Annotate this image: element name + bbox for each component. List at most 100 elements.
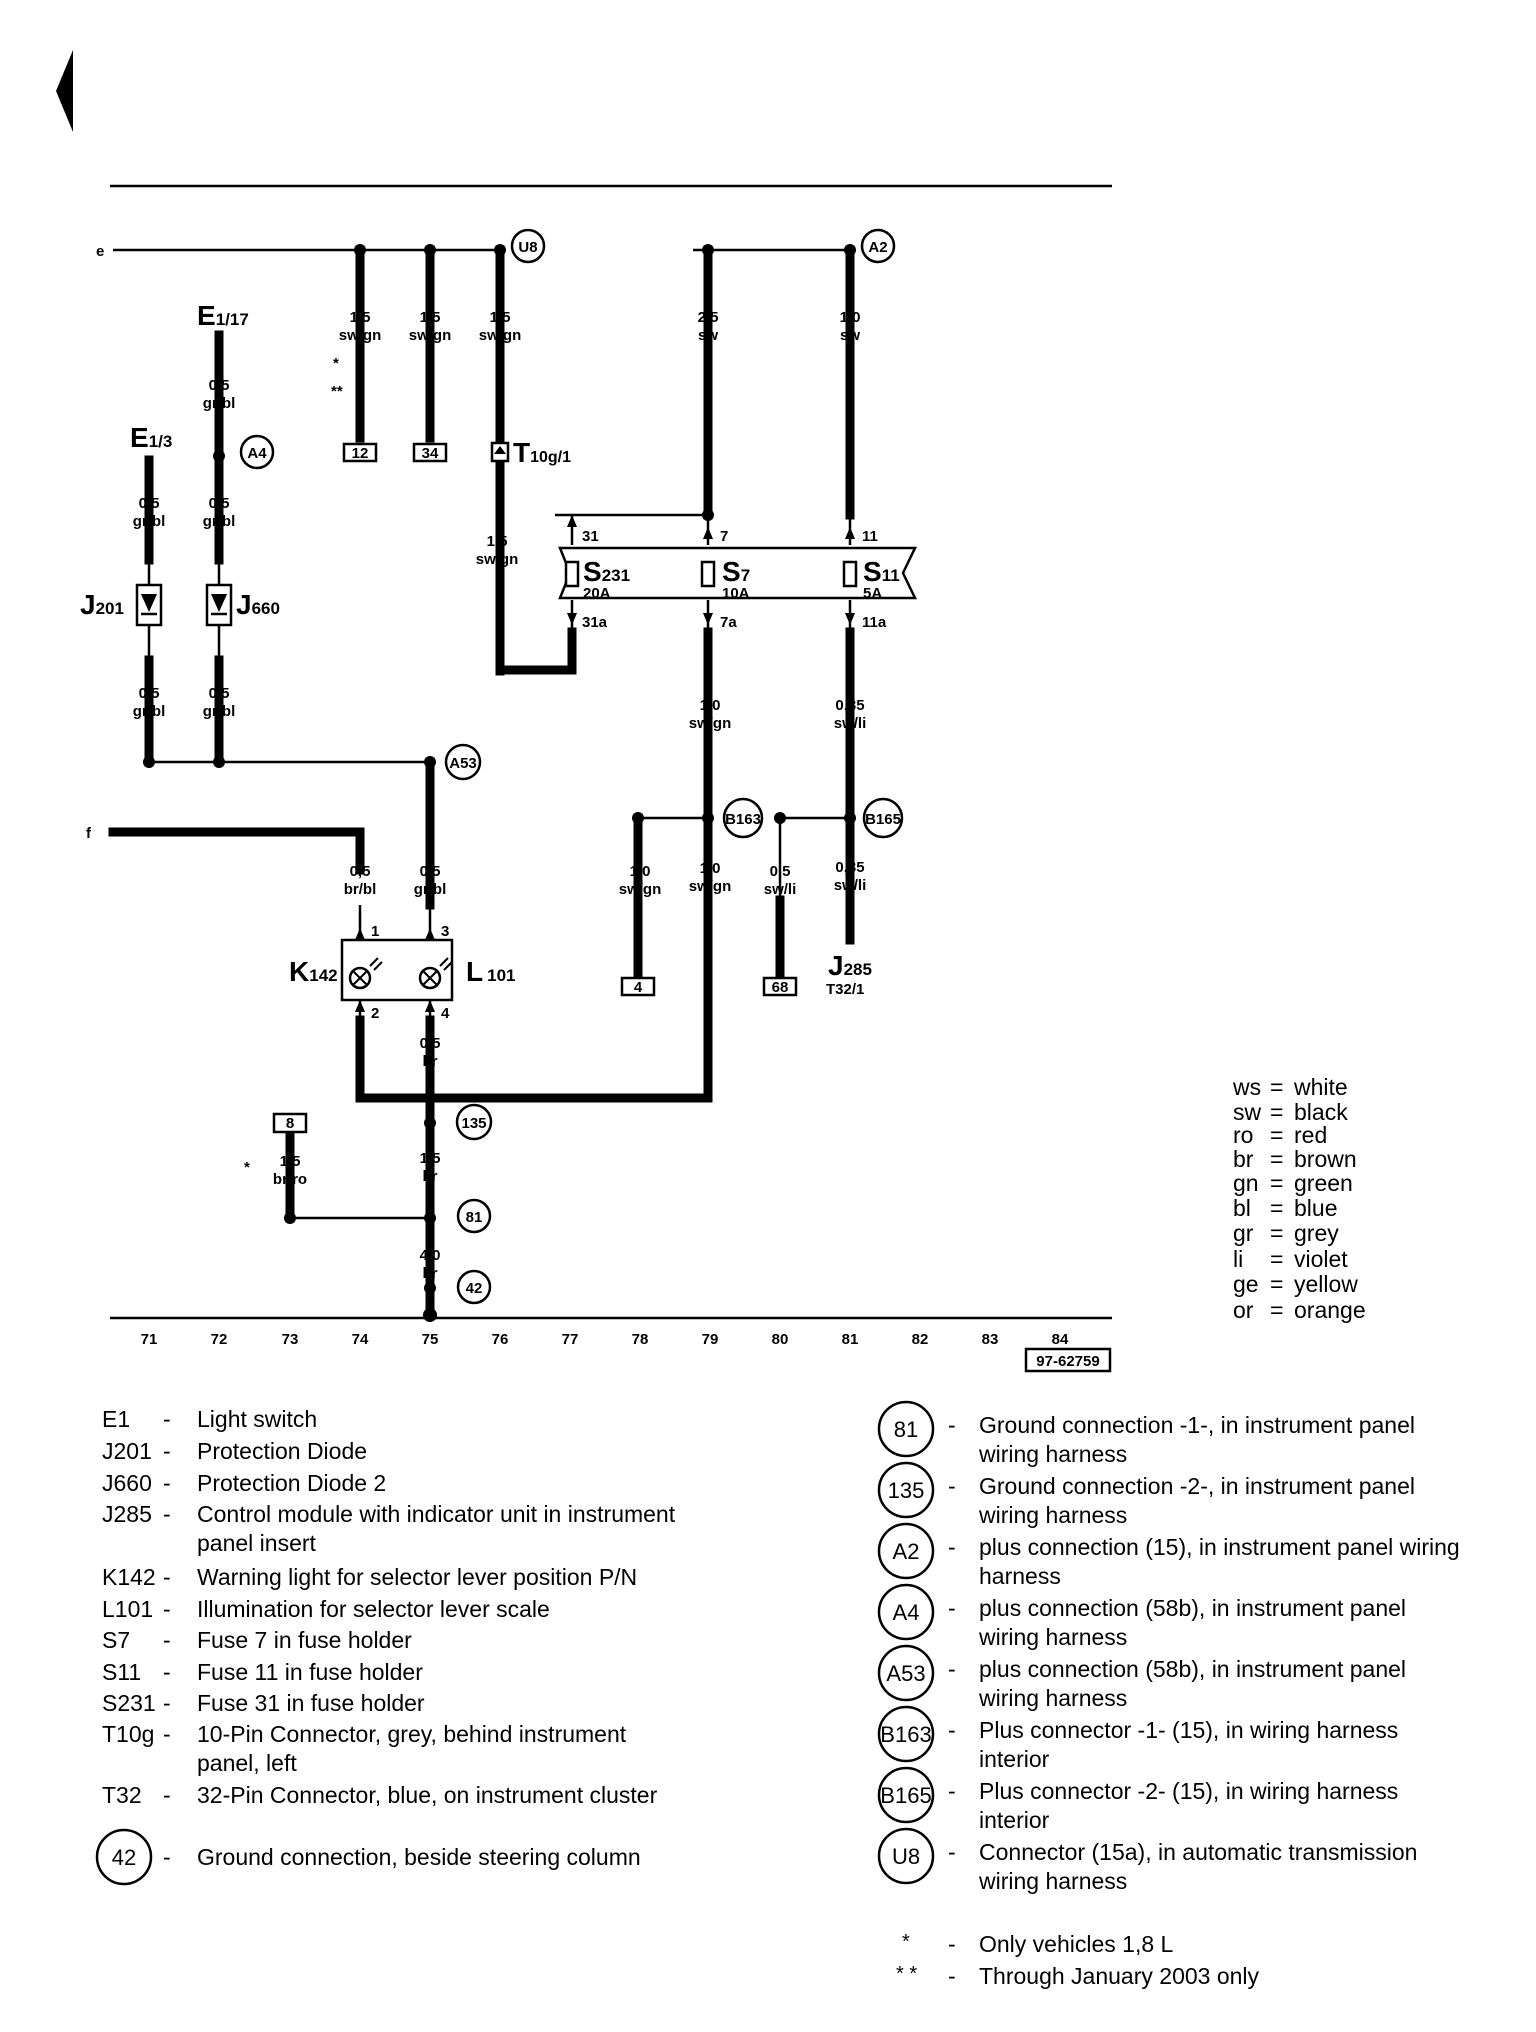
fuse-holder: 31 S231 20A 31a 7 S7 10A 7a 11 S11 5A 11… [558, 515, 917, 631]
circle-A4: A4 [239, 434, 275, 470]
connector-34-label: 34 [422, 445, 439, 462]
wire-label-color: br [423, 1168, 438, 1185]
svg-text:=: = [1270, 1074, 1283, 1100]
svg-text:Ground connection -2-, in inst: Ground connection -2-, in instrument pan… [979, 1473, 1415, 1499]
svg-text:42: 42 [112, 1845, 136, 1870]
svg-text:-: - [163, 1406, 171, 1432]
svg-text:or: or [1233, 1297, 1254, 1323]
wire-label-gauge: 0,5 [420, 1035, 441, 1052]
s231-loop-wire [495, 460, 577, 675]
svg-text:J285: J285 [102, 1501, 152, 1527]
svg-text:76: 76 [492, 1331, 509, 1348]
svg-text:yellow: yellow [1294, 1271, 1358, 1297]
svg-text:-: - [163, 1627, 171, 1653]
circle-markers: U8 A2 A4 A53 B163 B165 135 81 42 [239, 228, 904, 1305]
wire-label-color: sw/li [834, 877, 867, 894]
svg-text:Warning light for selector lev: Warning light for selector lever positio… [197, 1564, 637, 1590]
svg-text:71: 71 [141, 1331, 158, 1348]
svg-text:Plus connector -2- (15), in wi: Plus connector -2- (15), in wiring harne… [979, 1778, 1398, 1804]
svg-text:-: - [163, 1659, 171, 1685]
svg-text:wiring harness: wiring harness [978, 1624, 1127, 1650]
svg-text:=: = [1270, 1122, 1283, 1148]
svg-text:Protection Diode 2: Protection Diode 2 [197, 1470, 386, 1496]
svg-text:75: 75 [422, 1331, 439, 1348]
circle-42-label: 42 [466, 1280, 483, 1297]
svg-text:T32/1: T32/1 [826, 981, 864, 998]
svg-text:31a: 31a [582, 614, 608, 631]
wire-label-color: sw/li [764, 881, 797, 898]
svg-text:ws: ws [1232, 1074, 1261, 1100]
circle-A53: A53 [444, 743, 482, 781]
circle-A2: A2 [860, 228, 896, 264]
svg-text:=: = [1270, 1220, 1283, 1246]
svg-text:5A: 5A [863, 585, 882, 602]
wire-label-gauge: 1,5 [420, 309, 441, 326]
svg-text:harness: harness [979, 1563, 1061, 1589]
circle-81: 81 [456, 1198, 492, 1234]
svg-text:32-Pin Connector, blue, on ins: 32-Pin Connector, blue, on instrument cl… [197, 1782, 658, 1808]
diagram-id: 97-62759 [1036, 1353, 1099, 1370]
svg-text:E1: E1 [102, 1406, 130, 1432]
fuse-S11: 11 S11 5A 11a [842, 527, 900, 631]
svg-text:J660: J660 [102, 1470, 152, 1496]
svg-text:-: - [163, 1782, 171, 1808]
wire-label-gauge: 0,5 [770, 863, 791, 880]
svg-text:-: - [163, 1721, 171, 1747]
wire-label-color: br/ro [273, 1171, 307, 1188]
wire-label-color: sw/gn [689, 715, 732, 732]
svg-text:31: 31 [582, 528, 599, 545]
footnotes: *-Only vehicles 1,8 L * *-Through Januar… [896, 1931, 1260, 1989]
svg-text:-: - [948, 1931, 956, 1957]
svg-text:L101: L101 [102, 1596, 153, 1622]
circle-A53-label: A53 [449, 755, 477, 772]
svg-text:ro: ro [1233, 1122, 1253, 1148]
wire-label-color: sw/gn [689, 878, 732, 895]
wire-label-gauge: 0,5 [350, 863, 371, 880]
circle-U8: U8 [510, 228, 546, 264]
wire-label-gauge: 0,5 [139, 685, 160, 702]
legend-left: E1-Light switch J201-Protection Diode J6… [95, 1406, 676, 1886]
circle-135-label: 135 [461, 1115, 486, 1132]
svg-text:-: - [948, 1839, 956, 1865]
pin-1-label: 1 [371, 923, 379, 940]
wire-label-color: gr/bl [133, 703, 166, 720]
svg-text:84: 84 [1052, 1331, 1069, 1348]
svg-text:gn: gn [1233, 1170, 1259, 1196]
svg-text:-: - [948, 1963, 956, 1989]
svg-text:B165: B165 [880, 1783, 931, 1808]
svg-text:Control module with indicator: Control module with indicator unit in in… [197, 1501, 676, 1527]
double-star-note: ** [331, 383, 343, 400]
wire-label-gauge: 0,5 [420, 863, 441, 880]
back-arrow-icon[interactable] [56, 50, 73, 132]
wire-label-color: sw/li [834, 715, 867, 732]
svg-text:=: = [1270, 1146, 1283, 1172]
svg-text:-: - [948, 1473, 956, 1499]
wire-label-color: sw/gn [339, 327, 382, 344]
svg-text:wiring harness: wiring harness [978, 1868, 1127, 1894]
svg-text:S231: S231 [102, 1690, 156, 1716]
svg-text:11a: 11a [862, 614, 887, 631]
lamp-L101-icon [418, 957, 453, 990]
wire-label-gauge: 0,35 [835, 859, 864, 876]
svg-text:7a: 7a [720, 614, 737, 631]
svg-text:Through January 2003 only: Through January 2003 only [979, 1963, 1260, 1989]
svg-text:83: 83 [982, 1331, 999, 1348]
column-numbers: 71 72 73 74 75 76 77 78 79 80 81 82 83 8… [141, 1331, 1069, 1348]
svg-text:T32: T32 [102, 1782, 142, 1808]
svg-text:A53: A53 [886, 1661, 925, 1686]
svg-text:74: 74 [352, 1331, 369, 1348]
junction-dots [143, 244, 856, 1322]
diode-J201: J201 [80, 550, 163, 627]
wire-label-gauge: 0,5 [209, 377, 230, 394]
svg-text:-: - [948, 1534, 956, 1560]
svg-text:=: = [1270, 1271, 1283, 1297]
svg-text:=: = [1270, 1099, 1283, 1125]
wire-label-color: gr/bl [133, 513, 166, 530]
pin-3-label: 3 [441, 923, 449, 940]
bus-label-f: f [86, 825, 92, 842]
svg-text:Plus connector -1- (15), in wi: Plus connector -1- (15), in wiring harne… [979, 1717, 1398, 1743]
wire-label-color: gr/bl [203, 513, 236, 530]
svg-text:11: 11 [862, 528, 878, 545]
